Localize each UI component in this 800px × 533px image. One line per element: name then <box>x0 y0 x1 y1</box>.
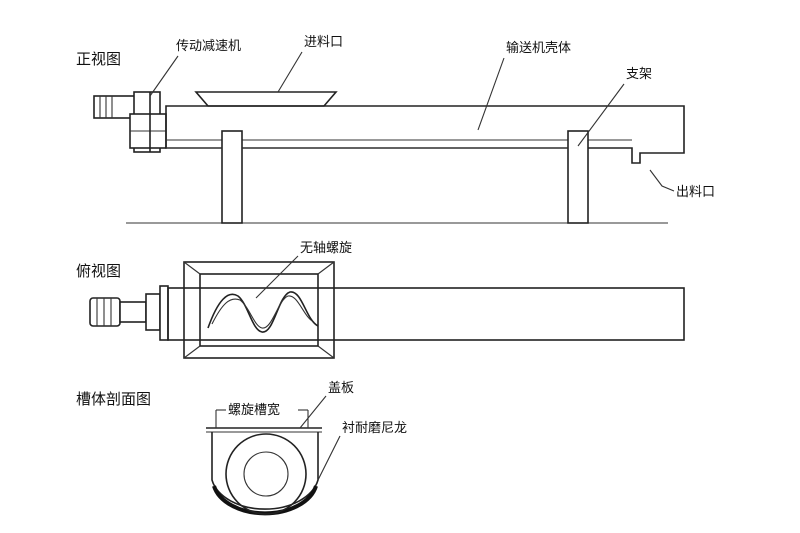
inlet-frame-inner <box>199 273 319 347</box>
label-shaftless-screw: 无轴螺旋 <box>300 241 352 256</box>
label-inlet: 进料口 <box>304 35 343 50</box>
top-view: 俯视图 无轴螺旋 <box>76 241 685 359</box>
front-view-title: 正视图 <box>76 50 121 68</box>
front-view: 正视图 传动减速机 进料口 输送机壳体 支架 <box>76 35 715 224</box>
flange-top <box>159 285 169 341</box>
label-trough-width: 螺旋槽宽 <box>228 402 280 418</box>
screw-inner-circle <box>243 451 289 497</box>
motor-top <box>89 297 121 327</box>
shaftless-screw <box>207 291 319 333</box>
drive-reducer-top <box>89 285 169 341</box>
top-view-title: 俯视图 <box>76 262 121 280</box>
conveyor-housing-top <box>167 287 685 341</box>
label-cover: 盖板 <box>328 381 354 396</box>
support-right <box>567 130 589 224</box>
reducer-top <box>145 293 161 331</box>
inlet-frame-outer <box>183 261 335 359</box>
screw-outer-circle <box>225 433 307 515</box>
u-trough <box>211 432 319 510</box>
label-nylon-liner: 衬耐磨尼龙 <box>342 421 407 436</box>
label-support: 支架 <box>626 67 652 82</box>
section-view: 槽体剖面图 螺旋槽宽 盖板 衬耐磨尼龙 <box>76 381 407 516</box>
inlet-hopper <box>194 91 338 107</box>
label-outlet: 出料口 <box>676 185 715 200</box>
label-drive-reducer: 传动减速机 <box>176 39 241 54</box>
drive-reducer-front <box>93 91 167 153</box>
section-view-title: 槽体剖面图 <box>76 390 151 408</box>
support-left <box>221 130 243 224</box>
label-housing: 输送机壳体 <box>506 40 571 56</box>
coupling-top <box>119 301 147 323</box>
conveyor-housing-front <box>165 105 685 164</box>
